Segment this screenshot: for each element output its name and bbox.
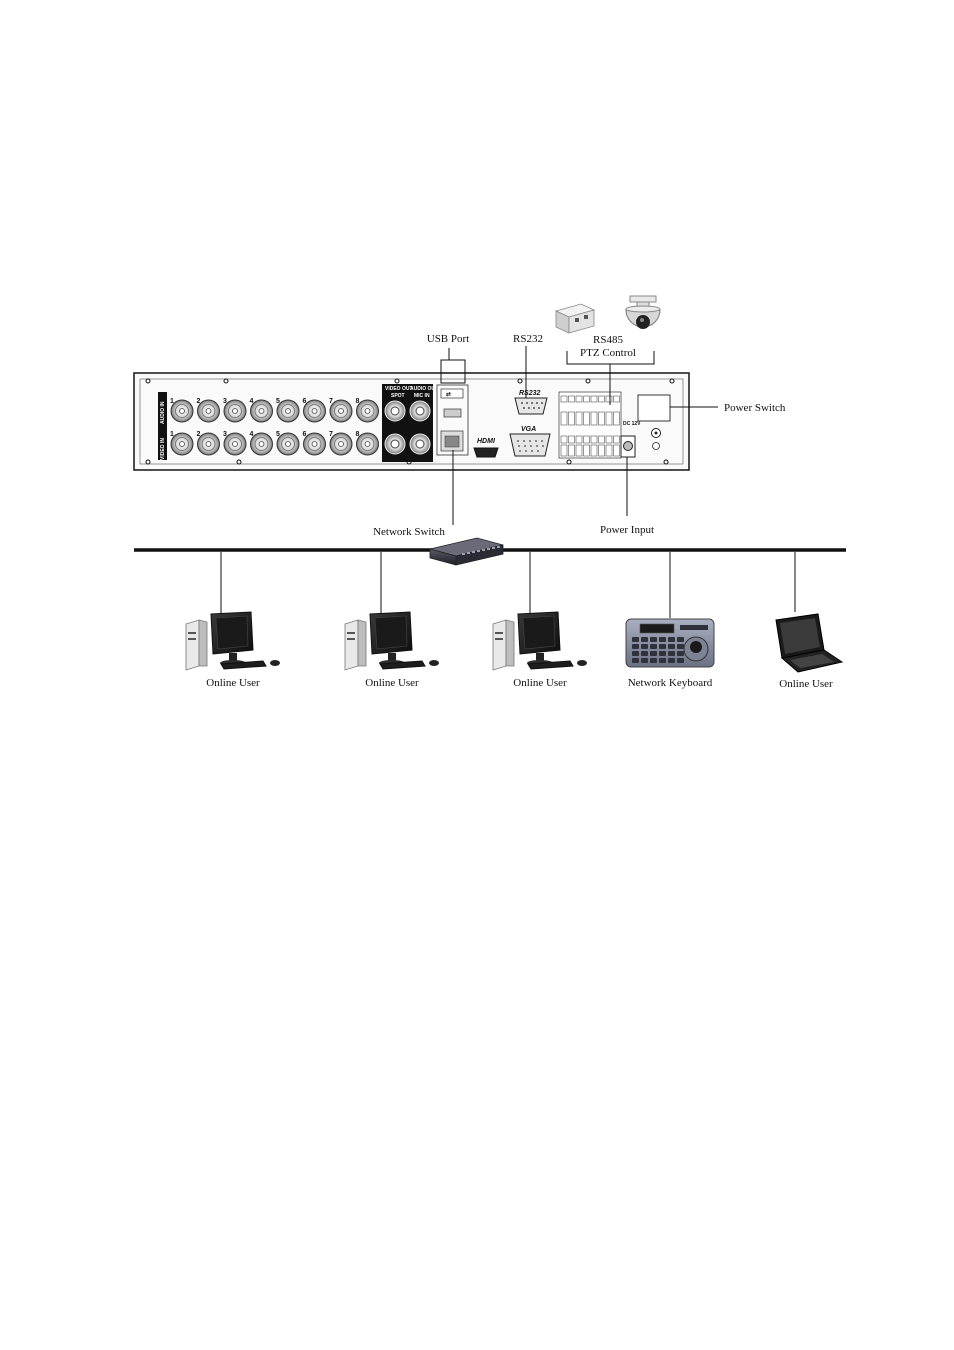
channel-number: 1 bbox=[170, 431, 174, 438]
channel-number: 8 bbox=[356, 398, 360, 405]
terminal-screw bbox=[591, 396, 597, 402]
terminal-slot bbox=[591, 412, 597, 425]
audio-out-label: AUDIO OUT bbox=[410, 386, 438, 392]
terminal-screw bbox=[614, 436, 620, 443]
video-in-label: VIDEO IN bbox=[160, 438, 166, 460]
terminal-slot bbox=[606, 445, 612, 456]
channel-number: 3 bbox=[223, 398, 227, 405]
channel-number: 2 bbox=[197, 431, 201, 438]
terminal-slot bbox=[569, 445, 575, 456]
terminal-slot bbox=[614, 445, 620, 456]
svg-text:HDMI: HDMI bbox=[477, 438, 496, 445]
terminal-screw bbox=[584, 396, 590, 402]
terminal-slot bbox=[576, 412, 582, 425]
terminal-slot bbox=[599, 412, 605, 425]
terminal-screw bbox=[606, 396, 612, 402]
client-label: Online User bbox=[779, 678, 833, 690]
channel-number: 2 bbox=[197, 398, 201, 405]
svg-text:DC 12V: DC 12V bbox=[623, 421, 641, 427]
terminal-slot bbox=[584, 445, 590, 456]
rs485-label: RS485 bbox=[593, 334, 623, 346]
hdmi-port: HDMI bbox=[474, 438, 498, 457]
channel-number: 3 bbox=[223, 431, 227, 438]
terminal-screw bbox=[599, 436, 605, 443]
audio-in-label: AUDIO IN bbox=[160, 401, 166, 424]
client-label: Online User bbox=[365, 677, 419, 689]
alarm-rs485-terminal-block bbox=[559, 392, 621, 458]
network-switch-label: Network Switch bbox=[373, 526, 445, 538]
channel-number: 1 bbox=[170, 398, 174, 405]
channel-number: 8 bbox=[356, 431, 360, 438]
terminal-screw bbox=[576, 396, 582, 402]
power-input-label: Power Input bbox=[600, 524, 654, 536]
desktop-pc-icon bbox=[345, 612, 439, 670]
network-keyboard-icon bbox=[626, 619, 714, 667]
terminal-slot bbox=[584, 412, 590, 425]
channel-number: 7 bbox=[329, 431, 333, 438]
channel-number: 6 bbox=[303, 431, 307, 438]
network-switch-icon bbox=[430, 538, 503, 565]
terminal-screw bbox=[576, 436, 582, 443]
svg-text:VGA: VGA bbox=[521, 426, 536, 433]
terminal-screw bbox=[591, 436, 597, 443]
client-label: Online User bbox=[206, 677, 260, 689]
terminal-slot bbox=[561, 412, 567, 425]
channel-number: 5 bbox=[276, 398, 280, 405]
terminal-slot bbox=[569, 412, 575, 425]
ptz-control-label: PTZ Control bbox=[580, 347, 636, 359]
terminal-screw bbox=[569, 396, 575, 402]
power-switch-label: Power Switch bbox=[724, 402, 786, 414]
ptz-decoder-icon bbox=[556, 304, 594, 333]
terminal-screw bbox=[599, 396, 605, 402]
terminal-screw bbox=[569, 436, 575, 443]
speed-dome-camera-icon bbox=[626, 296, 660, 329]
terminal-screw bbox=[614, 396, 620, 402]
terminal-screw bbox=[584, 436, 590, 443]
terminal-screw bbox=[561, 436, 567, 443]
power-switch bbox=[638, 395, 670, 421]
channel-number: 7 bbox=[329, 398, 333, 405]
client-label: Network Keyboard bbox=[628, 677, 713, 689]
rs232-label: RS232 bbox=[513, 333, 543, 345]
video-out-label: VIDEO OUT bbox=[385, 386, 413, 392]
terminal-screw bbox=[606, 436, 612, 443]
terminal-slot bbox=[561, 445, 567, 456]
client-devices: Online User Online User Online User Network… bbox=[186, 612, 842, 690]
terminal-slot bbox=[599, 445, 605, 456]
desktop-pc-icon bbox=[493, 612, 587, 670]
channel-number: 4 bbox=[250, 431, 254, 438]
mic-in-label: MIC IN bbox=[414, 393, 430, 399]
desktop-pc-icon bbox=[186, 612, 280, 670]
terminal-screw bbox=[561, 396, 567, 402]
channel-number: 5 bbox=[276, 431, 280, 438]
channel-number: 6 bbox=[303, 398, 307, 405]
channel-number: 4 bbox=[250, 398, 254, 405]
svg-text:⇄: ⇄ bbox=[446, 391, 451, 398]
usb-port-label: USB Port bbox=[427, 333, 470, 345]
svg-text:RS232: RS232 bbox=[519, 390, 541, 397]
dvr-rear-panel: AUDIO IN VIDEO IN 1 2 3 4 5 6 7 8 1 2 3 4 5 6 7 8 VIDEO… bbox=[134, 373, 689, 470]
client-label: Online User bbox=[513, 677, 567, 689]
terminal-slot bbox=[614, 412, 620, 425]
spot-label: SPOT bbox=[391, 393, 405, 399]
laptop-icon bbox=[776, 614, 842, 672]
terminal-slot bbox=[606, 412, 612, 425]
client-drop-lines bbox=[221, 552, 795, 618]
usb-port bbox=[444, 409, 461, 417]
terminal-slot bbox=[576, 445, 582, 456]
terminal-slot bbox=[591, 445, 597, 456]
